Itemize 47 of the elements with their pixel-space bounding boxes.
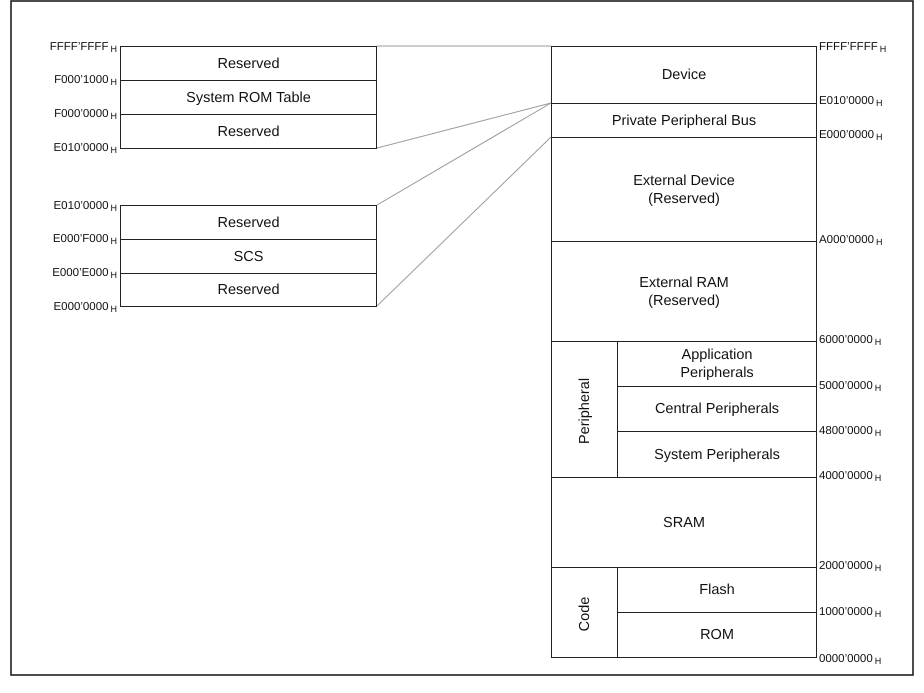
region-label: Application Peripherals <box>679 346 755 382</box>
address-label: F000’1000$_{H}$ <box>54 73 117 89</box>
region-label: SCS <box>232 248 264 266</box>
zoom-line <box>376 136 552 306</box>
memory-region-group <box>551 567 817 658</box>
region-label: Reserved <box>216 122 281 140</box>
address-label: E000’F000$_{H}$ <box>52 232 117 248</box>
memory-region-cell <box>551 477 817 568</box>
memory-region-cell <box>551 137 817 242</box>
region-label: External RAM (Reserved) <box>638 274 730 310</box>
address-label: E010’0000$_{H}$ <box>54 199 117 215</box>
memory-region-group <box>551 341 817 478</box>
region-label: ROM <box>699 626 735 644</box>
zoom-line <box>376 102 552 206</box>
address-label: E000’0000$_{H}$ <box>819 128 882 144</box>
region-label: External Device (Reserved) <box>632 172 736 208</box>
address-label: FFFF’FFFF$_{H}$ <box>819 40 886 56</box>
address-label: 2000’0000$_{H}$ <box>819 559 882 575</box>
memory-region-cell <box>551 46 817 104</box>
address-label: E000’E000$_{H}$ <box>52 266 117 282</box>
region-label: Reserved <box>216 214 281 232</box>
region-label: System ROM Table <box>185 88 312 106</box>
address-label: E000’0000$_{H}$ <box>54 300 117 316</box>
address-label: 4800’0000$_{H}$ <box>819 424 882 440</box>
address-label: 0000’0000$_{H}$ <box>819 652 882 668</box>
region-label: Code <box>577 596 593 631</box>
region-label: Reserved <box>216 54 281 72</box>
memory-region-cell <box>551 241 817 342</box>
region-label: Reserved <box>216 281 281 299</box>
address-label: F000’0000$_{H}$ <box>54 107 117 123</box>
address-label: A000’0000$_{H}$ <box>819 233 882 249</box>
address-label: FFFF’FFFF$_{H}$ <box>50 40 117 56</box>
region-label: Peripheral <box>577 377 593 444</box>
region-label: System Peripherals <box>653 446 781 464</box>
region-label: Flash <box>698 581 736 599</box>
region-label: Central Peripherals <box>654 400 780 418</box>
address-label: E010’0000$_{H}$ <box>819 94 882 110</box>
region-label: SRAM <box>662 514 706 532</box>
address-label: 4000’0000$_{H}$ <box>819 469 882 485</box>
region-label: Device <box>660 66 708 84</box>
address-label: 6000’0000$_{H}$ <box>819 333 882 349</box>
address-label: 1000’0000$_{H}$ <box>819 605 882 621</box>
address-label: E010’0000$_{H}$ <box>54 141 117 157</box>
address-label: 5000’0000$_{H}$ <box>819 379 882 395</box>
region-label: Private Peripheral Bus <box>610 112 758 130</box>
memory-region-cell <box>551 103 817 138</box>
zoom-line <box>376 102 552 148</box>
